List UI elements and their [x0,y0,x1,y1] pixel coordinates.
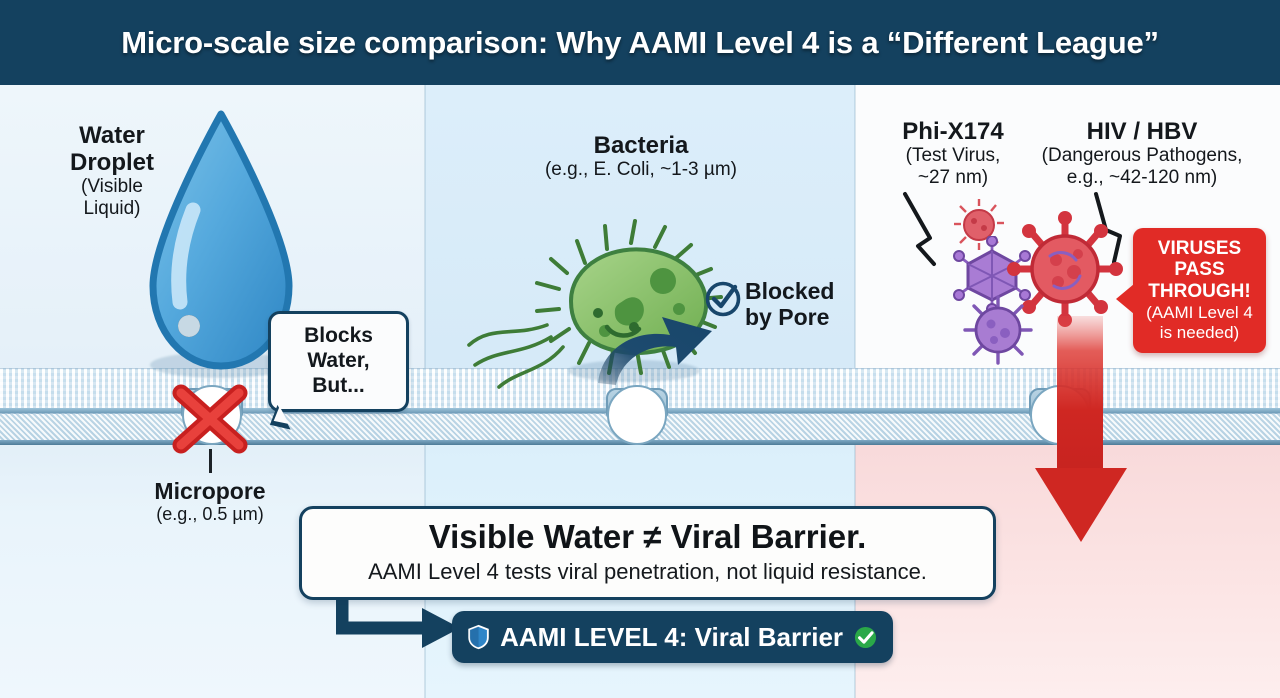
micropore-heading: Micropore [154,478,266,504]
phi-x174-sub-line2: ~27 nm) [917,166,989,188]
water-droplet-label: Water Droplet (Visible Liquid) [22,122,202,219]
hiv-hbv-heading: HIV / HBV [1086,118,1198,145]
red-down-arrow-icon [1035,316,1127,542]
blocks-water-speech-bubble: Blocks Water, But... [263,311,409,437]
small-virus-icon [954,199,1004,250]
water-droplet-icon [149,110,293,370]
blocked-line1: Blocked [745,278,835,304]
phi-leader-line [903,192,936,266]
bacteria-heading: Bacteria [593,132,689,159]
micropore-sub: (e.g., 0.5 µm) [156,503,264,524]
callout-note-line2: is needed) [1159,322,1240,342]
red-x-icon [172,384,248,454]
micropore-middle [607,385,667,445]
bacteria-sub: (e.g., E. Coli, ~1-3 µm) [544,159,738,181]
page-title: Micro-scale size comparison: Why AAMI Le… [121,24,1159,60]
hiv-hbv-sub-line1: (Dangerous Pathogens, [1041,145,1243,167]
blocked-line2: by Pore [745,304,830,331]
bubble-line1: Blocks [304,324,373,347]
callout-tail [1116,284,1134,314]
hiv-leader-line [1094,192,1122,264]
shield-icon [468,624,489,650]
phi-x174-label: Phi-X174 (Test Virus, ~27 nm) [858,118,1048,188]
viruses-pass-through-callout: VIRUSES PASS THROUGH! (AAMI Level 4 is n… [1116,228,1266,353]
callout-line3: THROUGH! [1148,280,1251,302]
callout-line1: VIRUSES [1157,238,1242,259]
water-droplet-heading-line2: Droplet [70,149,154,177]
blocked-bounce-arrow-icon [598,317,712,385]
phi-x174-heading: Phi-X174 [902,118,1004,145]
badge-label: AAMI LEVEL 4: Viral Barrier [500,621,844,652]
conclusion-subline: AAMI Level 4 tests viral penetration, no… [368,558,927,584]
hiv-hbv-label: HIV / HBV (Dangerous Pathogens, e.g., ~4… [1020,118,1264,188]
water-droplet-heading-line1: Water [79,122,145,149]
water-droplet-sub-line2: Liquid) [83,197,141,219]
purple-virus-icon [963,295,1033,365]
hiv-hbv-virus-icon [1007,211,1123,327]
aami-level4-badge: AAMI LEVEL 4: Viral Barrier [452,611,893,663]
hiv-hbv-sub-line2: e.g., ~42-120 nm) [1066,166,1218,188]
conclusion-box: Visible Water ≠ Viral Barrier. AAMI Leve… [299,506,996,601]
callout-line2: PASS [1174,259,1225,281]
bubble-line2: Water, But... [307,349,370,398]
micropore-leader-line [209,449,212,473]
conclusion-to-badge-arrow-icon [336,594,460,648]
blocked-by-pore-label: Blocked by Pore [745,278,845,330]
callout-note-line1: (AAMI Level 4 [1146,302,1253,322]
water-droplet-sub-line1: (Visible [81,176,143,198]
green-check-icon [854,626,877,648]
header-bar: Micro-scale size comparison: Why AAMI Le… [0,0,1280,85]
check-circle-icon [705,281,741,317]
phi-x174-sub-line1: (Test Virus, [905,145,1001,167]
micropore-label: Micropore (e.g., 0.5 µm) [108,478,312,524]
bacteria-label: Bacteria (e.g., E. Coli, ~1-3 µm) [463,132,819,181]
conclusion-headline: Visible Water ≠ Viral Barrier. [428,518,867,555]
